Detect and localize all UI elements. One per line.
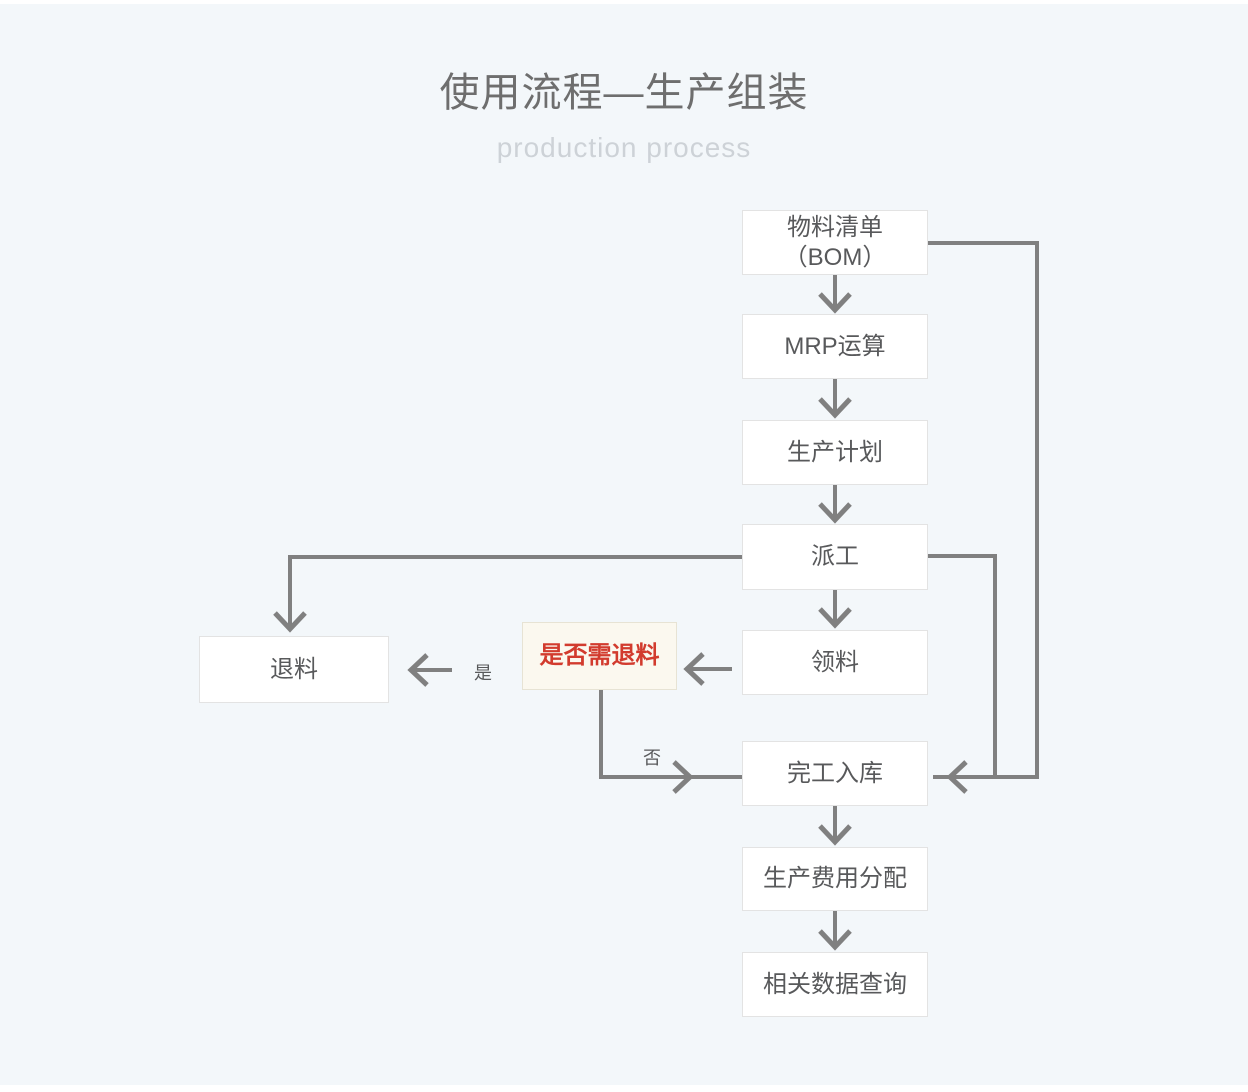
- node-dispatch-label: 派工: [811, 543, 859, 570]
- node-dispatch: 派工: [742, 524, 928, 590]
- node-finish-warehousing-label: 完工入库: [787, 759, 883, 787]
- node-production-plan-label: 生产计划: [787, 438, 883, 466]
- node-return-decision-label: 是否需退料: [539, 642, 660, 669]
- arrowhead-dispatch-to-return: [273, 611, 307, 633]
- node-bom-label-line1: 物料清单: [787, 213, 883, 241]
- node-material-return-label: 退料: [270, 655, 318, 683]
- edge-dispatch-to-return: [288, 555, 742, 629]
- node-material-picking-label: 领料: [811, 648, 859, 676]
- page-bottom-edge: [0, 1085, 1248, 1092]
- node-mrp: MRP运算: [742, 314, 928, 379]
- edge-decision-no-to-warehouse: [599, 690, 742, 779]
- arrowhead-warehouse-to-cost: [818, 824, 852, 846]
- arrowhead-mrp-to-plan: [818, 397, 852, 419]
- arrowhead-decision-to-return: [407, 653, 429, 687]
- node-mrp-label: MRP运算: [784, 332, 886, 360]
- arrowhead-bom-to-mrp: [818, 292, 852, 314]
- edge-label-yes: 是: [474, 663, 492, 683]
- diagram-header: 使用流程—生产组装 production process: [0, 0, 1248, 164]
- page-title: 使用流程—生产组装: [439, 71, 809, 115]
- edge-label-no: 否: [643, 748, 661, 768]
- node-bom: 物料清单 （BOM）: [742, 210, 928, 275]
- node-material-picking: 领料: [742, 630, 928, 695]
- node-production-plan: 生产计划: [742, 420, 928, 485]
- arrowhead-dispatch-to-picking: [818, 607, 852, 629]
- edge-bom-to-warehouse: [928, 241, 1039, 779]
- arrowhead-into-warehouse-right: [946, 760, 968, 794]
- arrowhead-plan-to-dispatch: [818, 502, 852, 524]
- node-cost-allocation: 生产费用分配: [742, 847, 928, 911]
- node-data-query-label: 相关数据查询: [763, 970, 907, 998]
- page-top-edge: [0, 0, 1248, 4]
- node-bom-label-line2: （BOM）: [783, 243, 887, 271]
- page-subtitle: production process: [496, 132, 752, 163]
- node-return-decision: 是否需退料: [522, 622, 677, 690]
- arrowhead-decision-to-warehouse: [672, 760, 694, 794]
- arrowhead-picking-to-decision: [683, 652, 705, 686]
- node-material-return: 退料: [199, 636, 389, 703]
- node-cost-allocation-label: 生产费用分配: [763, 865, 907, 892]
- arrowhead-cost-to-query: [818, 929, 852, 951]
- edge-dispatch-to-warehouse: [928, 554, 997, 777]
- node-finish-warehousing: 完工入库: [742, 741, 928, 806]
- node-data-query: 相关数据查询: [742, 952, 928, 1017]
